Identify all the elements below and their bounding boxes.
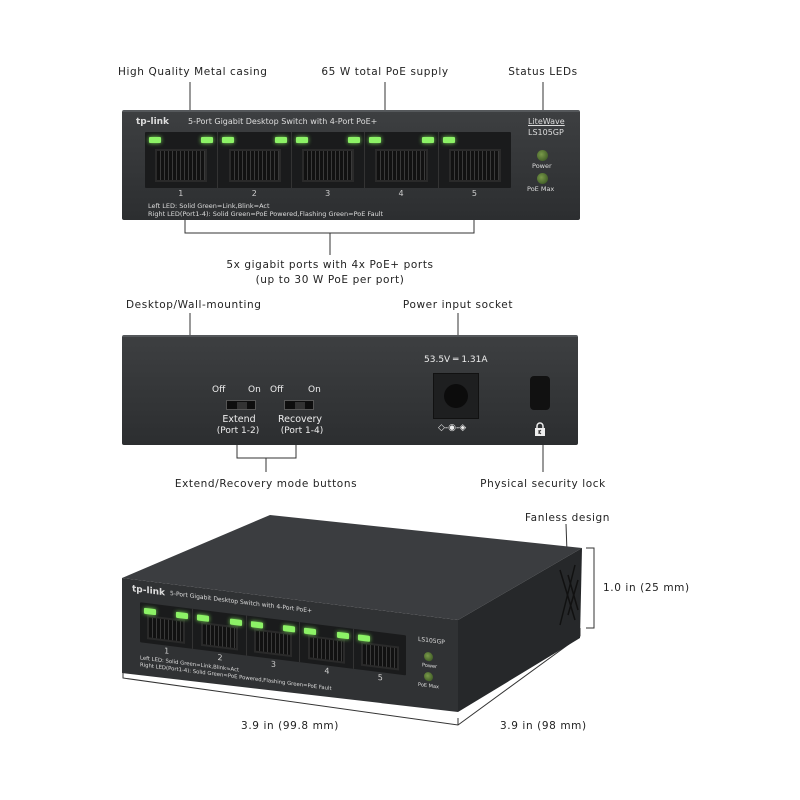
brand-logo: tp-link — [136, 117, 170, 127]
callout-poe-supply: 65 W total PoE supply — [321, 66, 449, 78]
port-number: 2 — [217, 652, 223, 663]
model-title: 5-Port Gigabit Desktop Switch with 4-Por… — [188, 117, 378, 126]
led-legend-left: Left LED: Solid Green=Link,Blink=Act — [148, 202, 270, 210]
series-logo: LiteWave — [528, 117, 565, 126]
rj45-jack — [448, 148, 501, 183]
rj45-jack — [228, 148, 281, 183]
extend-label: Extend — [222, 414, 256, 425]
dimension-width: 3.9 in (99.8 mm) — [241, 720, 339, 732]
front-panel: tp-link 5-Port Gigabit Desktop Switch wi… — [122, 110, 580, 220]
link-led — [144, 607, 156, 616]
recovery-label: Recovery — [277, 414, 323, 425]
recovery-ports-label: (Port 1-4) — [280, 426, 324, 436]
ethernet-port-1[interactable]: 1 — [140, 602, 194, 656]
link-led — [369, 137, 382, 143]
ethernet-port-1[interactable]: 1 — [145, 132, 219, 198]
callout-status-leds: Status LEDs — [508, 66, 578, 78]
ethernet-port-3[interactable]: 3 — [292, 132, 366, 198]
iso-poemax-label: PoE Max — [418, 681, 439, 691]
extend-off-label: Off — [212, 385, 226, 395]
rj45-jack — [200, 621, 239, 651]
power-socket[interactable] — [433, 373, 479, 419]
port-number: 1 — [164, 646, 170, 656]
port-number: 2 — [251, 189, 257, 198]
link-led — [197, 614, 210, 622]
rj45-jack — [254, 628, 292, 658]
dimension-depth: 3.9 in (98 mm) — [500, 720, 587, 732]
ethernet-port-3[interactable]: 3 — [246, 615, 301, 669]
link-led — [304, 627, 317, 636]
link-led — [222, 137, 235, 143]
callout-ports-line2: (up to 30 W PoE per port) — [255, 274, 405, 286]
link-led — [250, 621, 263, 629]
iso-power-led — [424, 651, 433, 662]
port-block: 1 2 3 4 5 — [145, 132, 511, 198]
dimension-height: 1.0 in (25 mm) — [603, 582, 690, 594]
callout-security-lock: Physical security lock — [480, 478, 606, 490]
callout-power-socket: Power input socket — [402, 299, 514, 311]
rj45-jack — [155, 148, 208, 183]
polarity-symbol: ◇-◉-◈ — [438, 423, 467, 433]
led-legend-right: Right LED(Port1-4): Solid Green=PoE Powe… — [148, 210, 384, 218]
rj45-jack — [301, 148, 355, 183]
port-number: 4 — [324, 666, 330, 676]
extend-ports-label: (Port 1-2) — [216, 426, 260, 436]
rj45-jack — [375, 148, 428, 183]
link-led — [442, 137, 455, 143]
power-rating: 53.5V ═ 1.31A — [424, 355, 488, 365]
poemax-led-label: PoE Max — [527, 185, 555, 193]
link-led — [357, 634, 370, 642]
extend-switch[interactable] — [226, 400, 256, 410]
rj45-jack — [360, 641, 399, 671]
ethernet-port-2[interactable]: 2 — [218, 132, 292, 198]
model-number: LS105GP — [528, 128, 564, 137]
power-led — [537, 150, 548, 161]
ethernet-port-5[interactable]: 5 — [439, 132, 511, 198]
callout-mounting: Desktop/Wall-mounting — [126, 299, 262, 311]
recovery-switch[interactable] — [284, 400, 314, 410]
ethernet-port-5[interactable]: 5 — [354, 629, 406, 682]
power-led-label: Power — [532, 162, 552, 170]
ethernet-port-4[interactable]: 4 — [300, 622, 354, 676]
link-led — [295, 137, 308, 143]
iso-brand-logo: tp-link — [132, 584, 166, 599]
link-led — [149, 137, 161, 143]
rj45-jack — [307, 635, 346, 664]
recovery-off-label: Off — [270, 385, 284, 395]
port-number: 3 — [270, 659, 276, 670]
port-number: 1 — [178, 189, 184, 198]
iso-front-panel: tp-link 5-Port Gigabit Desktop Switch wi… — [122, 578, 458, 715]
poemax-led — [537, 173, 548, 184]
ethernet-port-2[interactable]: 2 — [193, 608, 247, 663]
recovery-on-label: On — [308, 385, 321, 395]
poe-led — [348, 137, 361, 143]
back-panel: Off On Extend (Port 1-2) Off On Recovery… — [122, 335, 578, 445]
callout-ports-line1: 5x gigabit ports with 4x PoE+ ports — [226, 259, 434, 271]
callout-fanless: Fanless design — [525, 512, 611, 524]
rj45-jack — [147, 615, 186, 644]
poe-led — [274, 137, 287, 143]
ethernet-port-4[interactable]: 4 — [365, 132, 439, 198]
iso-power-label: Power — [422, 662, 438, 671]
iso-model-number: LS105GP — [418, 635, 445, 647]
poe-led — [421, 137, 434, 143]
port-number: 4 — [398, 189, 404, 198]
extend-on-label: On — [248, 385, 261, 395]
iso-poemax-led — [424, 671, 433, 682]
security-lock-slot[interactable] — [530, 376, 550, 410]
callout-metal-casing: High Quality Metal casing — [118, 66, 268, 78]
poe-led — [201, 137, 214, 143]
port-number: 5 — [471, 189, 478, 198]
port-number: 3 — [325, 189, 331, 198]
callout-mode-buttons: Extend/Recovery mode buttons — [174, 478, 358, 490]
port-number: 5 — [377, 672, 383, 683]
lock-icon — [534, 421, 546, 436]
